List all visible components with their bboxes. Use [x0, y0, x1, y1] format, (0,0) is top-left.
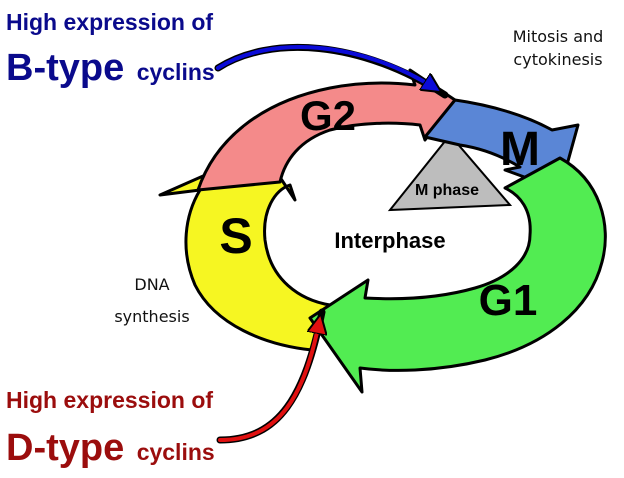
- m-phase-wedge: [387, 133, 513, 212]
- dna-label-line1: DNA: [134, 275, 169, 294]
- d-type-big-label: D-type: [6, 427, 124, 469]
- b-type-callout-line2: B-type cyclins: [6, 47, 215, 89]
- b-type-pointer-arrow-fill: [216, 45, 438, 90]
- g1-phase-arrow: [308, 156, 607, 394]
- s-label: S: [219, 208, 252, 264]
- g2-label: G2: [300, 92, 356, 139]
- dna-label-line2: synthesis: [114, 307, 189, 326]
- mitosis-label-line2: cytokinesis: [513, 50, 602, 69]
- g2-phase-arrow: [196, 68, 457, 192]
- b-type-small-label: cyclins: [137, 59, 215, 85]
- b-type-big-label: B-type: [6, 47, 124, 89]
- d-type-callout-line1: High expression of: [6, 387, 213, 413]
- g1-label: G1: [479, 276, 538, 325]
- d-type-callout-line2: D-type cyclins: [6, 427, 215, 469]
- m-label: M: [500, 123, 540, 176]
- interphase-label: Interphase: [334, 228, 445, 253]
- m-phase-label: M phase: [415, 182, 479, 199]
- d-type-pointer-arrow-fill: [218, 318, 320, 442]
- b-type-callout-line1: High expression of: [6, 9, 213, 35]
- mitosis-label-line1: Mitosis and: [513, 27, 604, 46]
- d-type-small-label: cyclins: [137, 439, 215, 465]
